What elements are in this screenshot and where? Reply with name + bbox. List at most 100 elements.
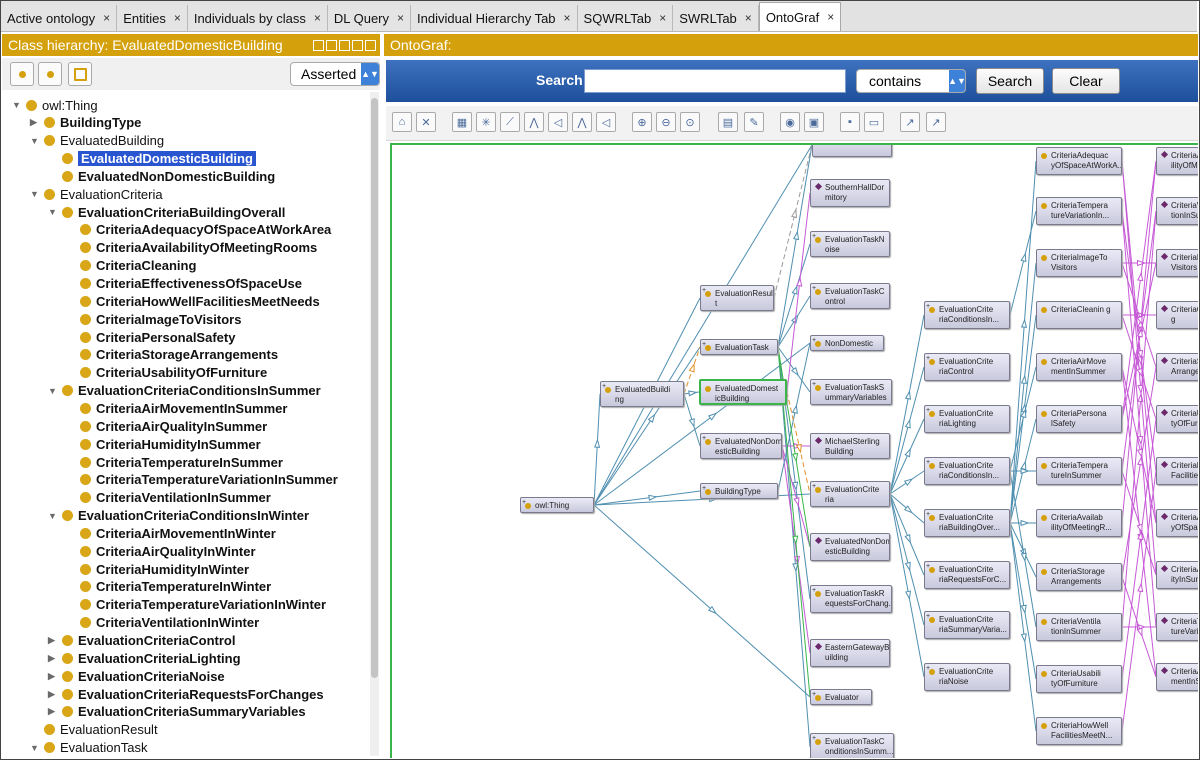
graph-class-node[interactable]: +EvaluationTaskC ontrol [810,283,890,309]
tree-node[interactable]: CriteriaImageToVisitors [66,310,241,328]
graph-individual-node[interactable]: CriteriaA mentInSu [1156,663,1198,691]
clear-graph-icon[interactable]: ✕ [416,112,436,132]
export-image-icon[interactable]: ▣ [804,112,824,132]
tree-node[interactable]: ▶EvaluationCriteriaControl [48,632,235,650]
expand-node-icon[interactable]: + [926,407,931,414]
collapse-triangle-icon[interactable]: ▼ [30,189,39,200]
graph-class-node[interactable]: CriteriaTempera tureInSummer [1036,457,1122,485]
tree-node[interactable]: CriteriaStorageArrangements [66,346,278,364]
graph-individual-node[interactable]: CriteriaT tureVari [1156,613,1198,641]
expand-node-icon[interactable]: + [702,341,707,348]
collapse-triangle-icon[interactable]: ▼ [48,385,57,396]
export-icon[interactable]: ↗ [900,112,920,132]
tab-close-icon[interactable]: × [103,11,111,25]
tab-individuals-by-class[interactable]: Individuals by class× [187,5,328,31]
tab-close-icon[interactable]: × [744,11,752,25]
graph-class-node[interactable]: +EvaluationTaskS ummaryVariables [810,379,892,405]
tree-node[interactable]: CriteriaAdequacyOfSpaceAtWorkArea [66,221,331,239]
graph-class-node[interactable] [812,145,892,157]
graph-class-node[interactable]: +EvaluationCrite riaBuildingOver... [924,509,1010,537]
match-mode-select[interactable]: contains ▲▼ [856,69,966,93]
expand-node-icon[interactable]: + [812,337,817,344]
graph-class-node[interactable]: +EvaluatedNonDom esticBuilding [700,433,782,459]
graph-individual-node[interactable]: MichaelSterling Building [810,433,890,459]
expand-node-icon[interactable]: + [926,563,931,570]
graph-individual-node[interactable]: CriteriaH Facilities [1156,457,1198,485]
expand-node-icon[interactable]: + [926,613,931,620]
view-pin-icon[interactable] [326,39,337,51]
class-tree-scrollbar[interactable] [370,92,379,756]
graph-individual-node[interactable]: CriteriaA ilityOfMe [1156,147,1198,175]
tree-node[interactable]: CriteriaPersonalSafety [66,328,235,346]
expand-node-icon[interactable]: + [702,435,707,442]
spring-layout-icon[interactable]: ⟋ [500,112,520,132]
tab-dl-query[interactable]: DL Query× [327,5,412,31]
open-folder-icon[interactable]: ▭ [864,112,884,132]
tree-node[interactable]: ▼owl:Thing [12,96,98,114]
tree-node[interactable]: ▼EvaluatedBuilding [30,132,164,150]
graph-individual-node[interactable]: CriteriaI Visitors [1156,249,1198,277]
tree-node[interactable]: CriteriaAvailabilityOfMeetingRooms [66,239,317,257]
expand-node-icon[interactable]: + [926,511,931,518]
view-maximize-icon[interactable] [352,39,363,51]
expand-node-icon[interactable]: + [812,587,817,594]
expand-node-icon[interactable]: + [702,485,707,492]
graph-individual-node[interactable]: CriteriaC g [1156,301,1198,329]
graph-class-node[interactable]: CriteriaAirMove mentInSummer [1036,353,1122,381]
graph-class-node[interactable]: +BuildingType [700,483,778,499]
expand-triangle-icon[interactable]: ▶ [48,670,55,681]
graph-class-node[interactable]: +EvaluationTaskR equestsForChang... [810,585,892,613]
tree-node[interactable]: CriteriaVentilationInSummer [66,489,271,507]
delete-class-button[interactable] [68,62,92,86]
zoom-out-icon[interactable]: ⊖ [656,112,676,132]
tree-node[interactable]: CriteriaVentilationInWinter [66,614,259,632]
graph-class-node[interactable]: +EvaluationCrite riaNoise [924,663,1010,691]
view-info-icon[interactable] [313,39,324,51]
graph-class-node[interactable]: +EvaluationCrite riaSummaryVaria... [924,611,1010,639]
graph-class-node[interactable]: CriteriaHowWell FacilitiesMeetN... [1036,717,1122,745]
graph-individual-node[interactable]: SouthernHallDor mitory [810,179,890,207]
view-close-icon[interactable] [365,39,376,51]
tab-close-icon[interactable]: × [659,11,667,25]
tree-horizontal-layout-icon[interactable]: ◁ [548,112,568,132]
tree-node[interactable]: ▼EvaluationCriteria [30,185,163,203]
tree-node[interactable]: CriteriaUsabilityOfFurniture [66,364,267,382]
graph-individual-node[interactable]: CriteriaU tyOfFurn [1156,405,1198,433]
graph-class-node[interactable]: +EvaluationTaskC onditionsInSumm... [810,733,894,758]
graph-individual-node[interactable]: CriteriaS Arrange [1156,353,1198,381]
tab-close-icon[interactable]: × [313,11,321,25]
add-subclass-button[interactable] [10,62,34,86]
tree-node[interactable]: ▶EvaluationCriteriaSummaryVariables [48,703,306,721]
tab-close-icon[interactable]: × [563,11,571,25]
collapse-triangle-icon[interactable]: ▼ [30,742,39,753]
graph-class-node[interactable]: CriteriaPersona lSafety [1036,405,1122,433]
graph-class-node[interactable]: +EvaluationCrite ria [810,481,890,507]
graph-class-node[interactable]: +owl:Thing [520,497,594,513]
tab-active-ontology[interactable]: Active ontology× [1,5,118,31]
graph-individual-node[interactable]: CriteriaA ityInSum [1156,561,1198,589]
collapse-triangle-icon[interactable]: ▼ [48,207,57,218]
expand-node-icon[interactable]: + [602,383,607,390]
graph-class-node[interactable]: CriteriaCleanin g [1036,301,1122,329]
expand-triangle-icon[interactable]: ▶ [30,117,37,128]
graph-class-node[interactable]: +EvaluationTaskN oise [810,231,890,257]
graph-individual-node[interactable]: EvaluatedNonDom esticBuilding [810,533,890,561]
hierarchy-mode-select[interactable]: Asserted ▲▼ [290,62,380,86]
graph-class-node[interactable]: +NonDomestic [810,335,884,351]
tree-node[interactable]: CriteriaAirMovementInWinter [66,524,276,542]
tree-vertical-layout-icon[interactable]: ⋀ [524,112,544,132]
vertical-directed-layout-icon[interactable]: ⋀ [572,112,592,132]
graph-class-node[interactable]: CriteriaVentila tionInSummer [1036,613,1122,641]
tab-swrltab[interactable]: SWRLTab× [673,5,759,31]
search-input[interactable] [584,69,846,93]
collapse-triangle-icon[interactable]: ▼ [12,100,21,110]
expand-node-icon[interactable]: + [926,355,931,362]
tree-node[interactable]: CriteriaTemperatureInSummer [66,453,283,471]
tree-node[interactable]: CriteriaCleaning [66,257,196,275]
tree-node[interactable]: CriteriaAirMovementInSummer [66,399,287,417]
graph-class-node[interactable]: CriteriaAdequac yOfSpaceAtWorkA... [1036,147,1122,175]
horizontal-directed-layout-icon[interactable]: ◁ [596,112,616,132]
expand-node-icon[interactable]: + [522,499,527,506]
tree-node[interactable]: ▶EvaluationCriteriaLighting [48,649,241,667]
graph-class-node[interactable]: +EvaluationResul t [700,285,774,311]
